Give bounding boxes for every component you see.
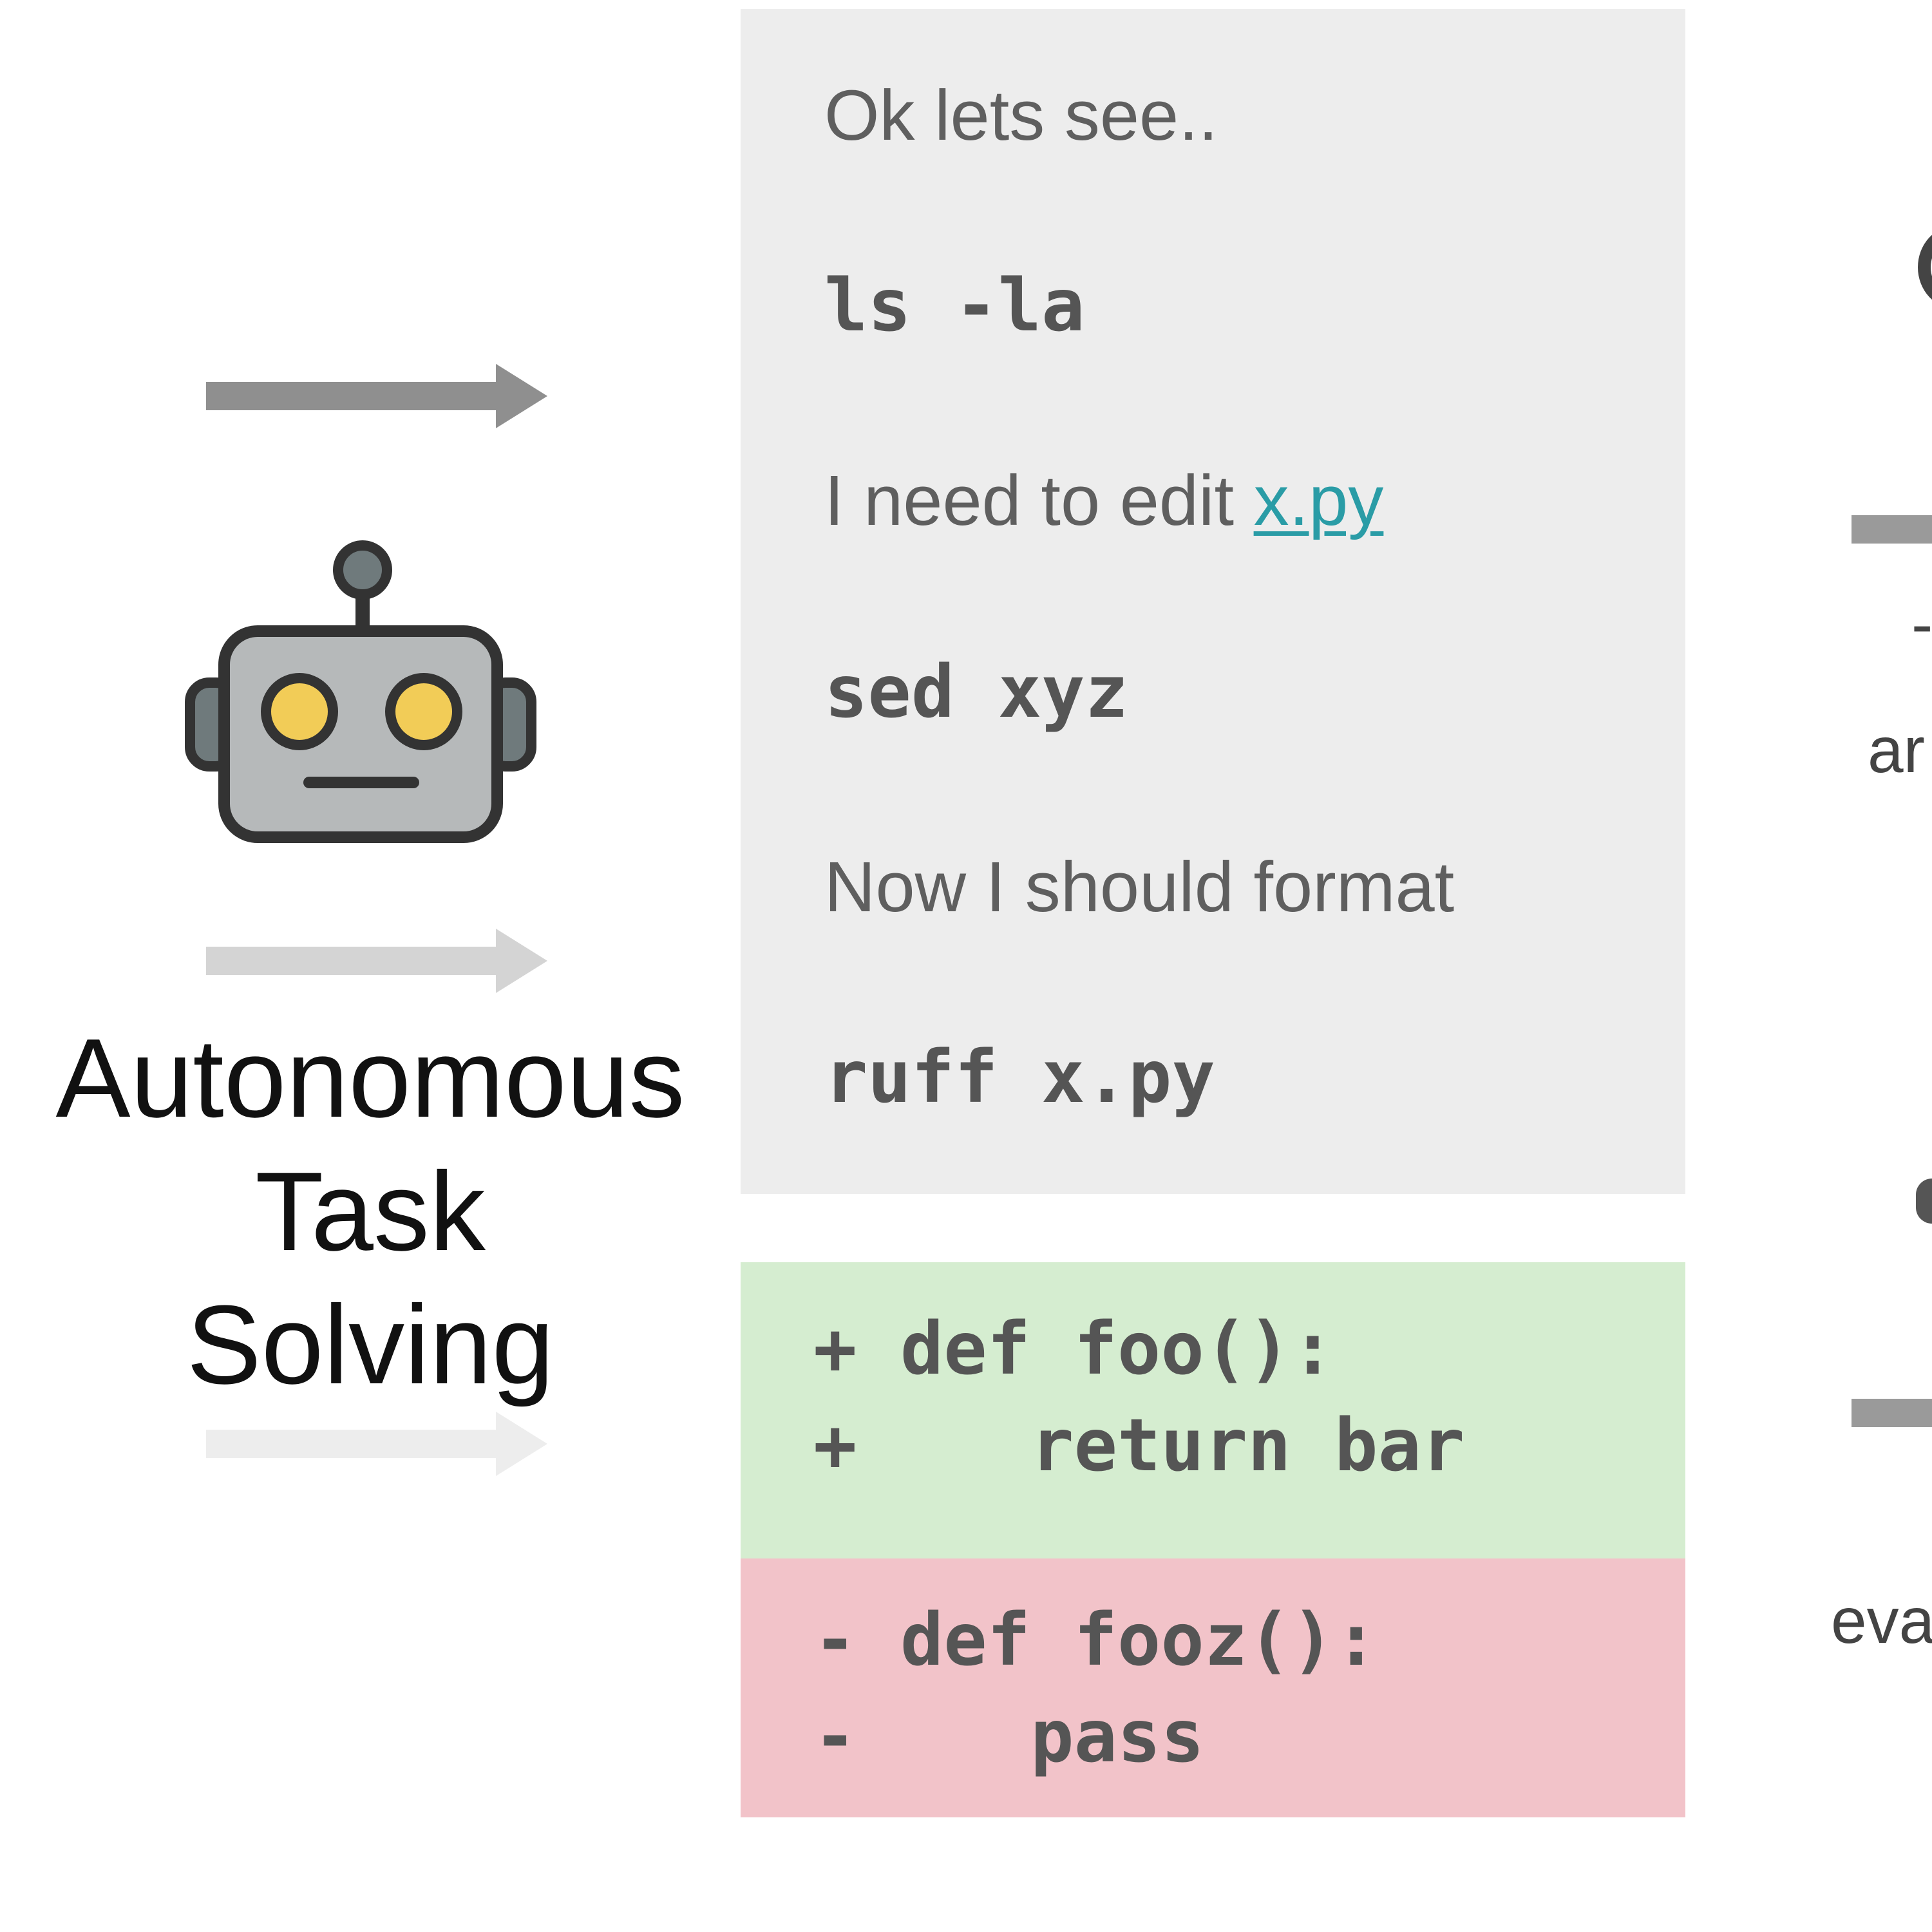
connector-line-2 [1852, 1399, 1932, 1427]
file-link[interactable]: x.py [1253, 461, 1384, 540]
diff-added-line-2: + return bar [813, 1404, 1465, 1488]
diff-removed-block: - def fooz(): - pass [741, 1558, 1685, 1817]
cropped-text-1: - [1911, 588, 1932, 660]
cropped-text-3: eva [1831, 1585, 1932, 1657]
left-label-line-3: Solving [186, 1282, 554, 1407]
trace-thought-2-text: I need to edit [824, 461, 1254, 540]
trace-command-1: ls -la [824, 264, 1085, 348]
robot-icon [185, 540, 536, 843]
arrow-medium-icon [206, 929, 547, 993]
trace-command-3: ruff x.py [824, 1036, 1215, 1119]
arrow-light-icon [206, 1412, 547, 1476]
left-label: Autonomous Task Solving [26, 1011, 715, 1411]
cropped-text-2: ar [1868, 714, 1925, 786]
agent-trace-panel: Ok lets see.. ls -la I need to edit x.py… [741, 9, 1685, 1194]
trace-thought-1: Ok lets see.. [824, 76, 1218, 155]
trace-command-2: sed xyz [824, 650, 1129, 734]
arrow-dark-icon [206, 364, 547, 428]
left-label-line-2: Task [255, 1148, 486, 1274]
connector-line-1 [1852, 515, 1932, 544]
trace-thought-3: Now I should format [824, 848, 1455, 927]
cropped-shape [1916, 1179, 1932, 1224]
trace-thought-2: I need to edit x.py [824, 460, 1383, 542]
diff-added-line-1: + def foo(): [813, 1307, 1335, 1391]
diff-removed-line-1: - def fooz(): [813, 1598, 1378, 1682]
diff-added-block: + def foo(): + return bar [741, 1262, 1685, 1558]
cropped-icon [1918, 225, 1932, 309]
diff-removed-line-2: - pass [813, 1695, 1204, 1779]
left-label-line-1: Autonomous [55, 1015, 685, 1141]
